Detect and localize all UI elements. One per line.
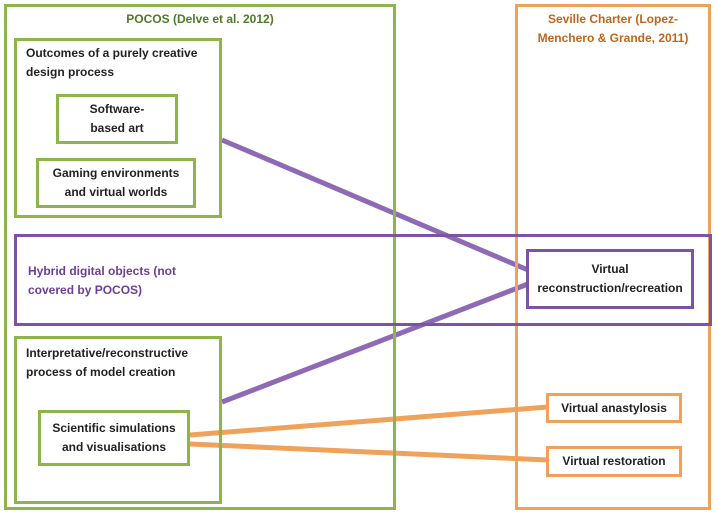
connector-scientific-to-restoration: [189, 441, 549, 463]
outcomes-heading: Outcomes of a purely creative design pro…: [26, 46, 198, 79]
connector-scientific-to-reconstruction: [221, 281, 529, 405]
virtual-restoration-label: Virtual restoration: [562, 454, 666, 468]
virtual-reconstruction-box: Virtual reconstruction/recreation: [526, 249, 694, 309]
gaming-label: Gaming environments and virtual worlds: [52, 166, 180, 199]
virtual-restoration-box: Virtual restoration: [546, 446, 682, 477]
connector-scientific-to-anastylosis: [189, 404, 549, 438]
pocos-title: POCOS (Delve et al. 2012): [126, 12, 274, 26]
scientific-label: Scientific simulations and visualisation…: [52, 421, 176, 454]
pocos-frame: [4, 4, 396, 510]
virtual-anastylosis-label: Virtual anastylosis: [561, 400, 667, 415]
scientific-box: Scientific simulations and visualisation…: [38, 410, 190, 466]
virtual-anastylosis-box: Virtual anastylosis: [546, 393, 682, 423]
outcomes-group: [14, 38, 222, 218]
interpretative-heading: Interpretative/reconstructive process of…: [26, 346, 189, 379]
software-art-box: Software-based art: [56, 94, 178, 144]
connector-software-art-to-reconstruction: [221, 137, 529, 273]
gaming-box: Gaming environments and virtual worlds: [36, 158, 196, 208]
interpretative-group: [14, 336, 222, 504]
hybrid-band: [14, 234, 712, 326]
software-art-label: Software-based art: [89, 102, 145, 135]
hybrid-heading: Hybrid digital objects (not covered by P…: [28, 264, 177, 297]
seville-title: Seville Charter (Lopez-Menchero & Grande…: [537, 12, 689, 45]
virtual-reconstruction-label: Virtual reconstruction/recreation: [537, 262, 683, 295]
